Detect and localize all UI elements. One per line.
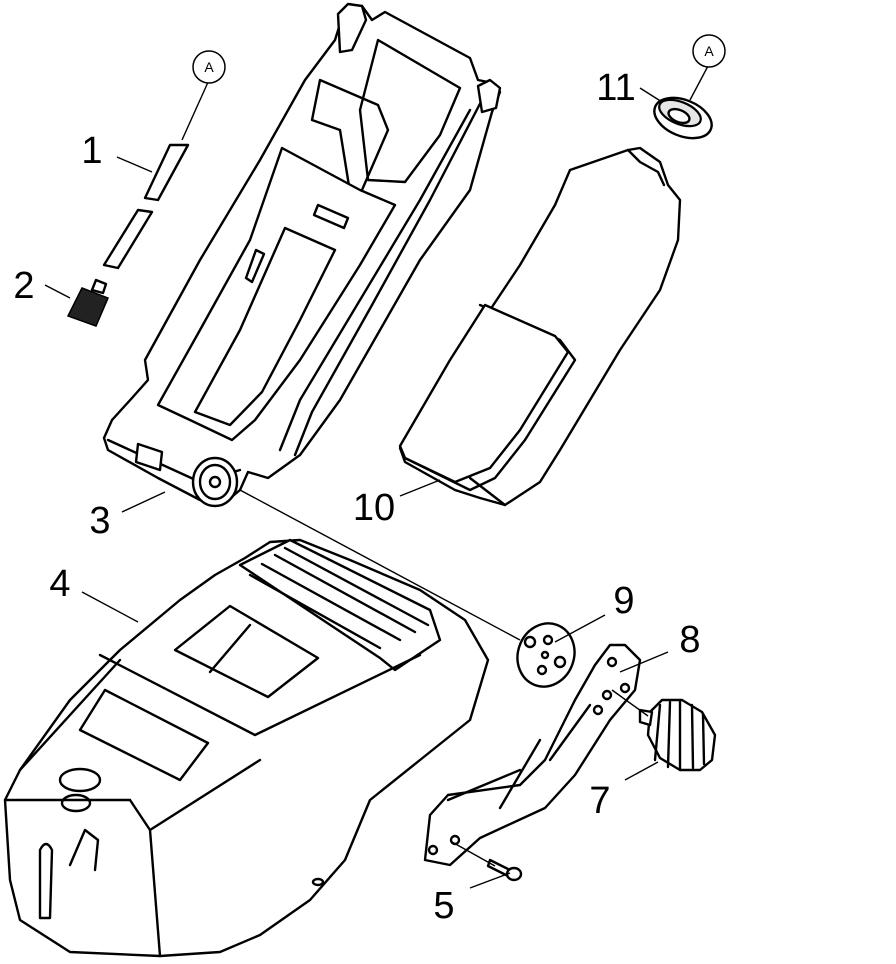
ref-marker-a-right-label: A <box>704 43 714 59</box>
part-8-bracket <box>423 643 642 867</box>
part-5-screw <box>486 858 523 882</box>
ref-marker-a-left-label: A <box>204 59 214 75</box>
callout-5: 5 <box>433 885 454 927</box>
callout-4: 4 <box>49 563 70 605</box>
callout-9: 9 <box>613 580 634 622</box>
part-7-knob <box>638 698 717 772</box>
ref-marker-a-right: A <box>692 34 726 68</box>
ref-marker-a-left: A <box>192 50 226 84</box>
callout-7: 7 <box>589 780 610 822</box>
part-2-fitting <box>66 278 109 327</box>
callout-2: 2 <box>13 265 34 307</box>
callout-3: 3 <box>89 500 110 542</box>
callout-11: 11 <box>596 67 635 109</box>
callout-1: 1 <box>81 130 102 172</box>
part-3-handle-frame <box>102 2 502 508</box>
callout-10: 10 <box>353 487 395 529</box>
leader-lines <box>44 65 709 889</box>
part-9-plate <box>516 622 576 688</box>
part-10-tank <box>398 146 682 507</box>
part-11-cap <box>653 96 713 140</box>
part-1-rod <box>102 143 190 270</box>
part-4-housing <box>3 538 490 958</box>
callout-8: 8 <box>679 619 700 661</box>
